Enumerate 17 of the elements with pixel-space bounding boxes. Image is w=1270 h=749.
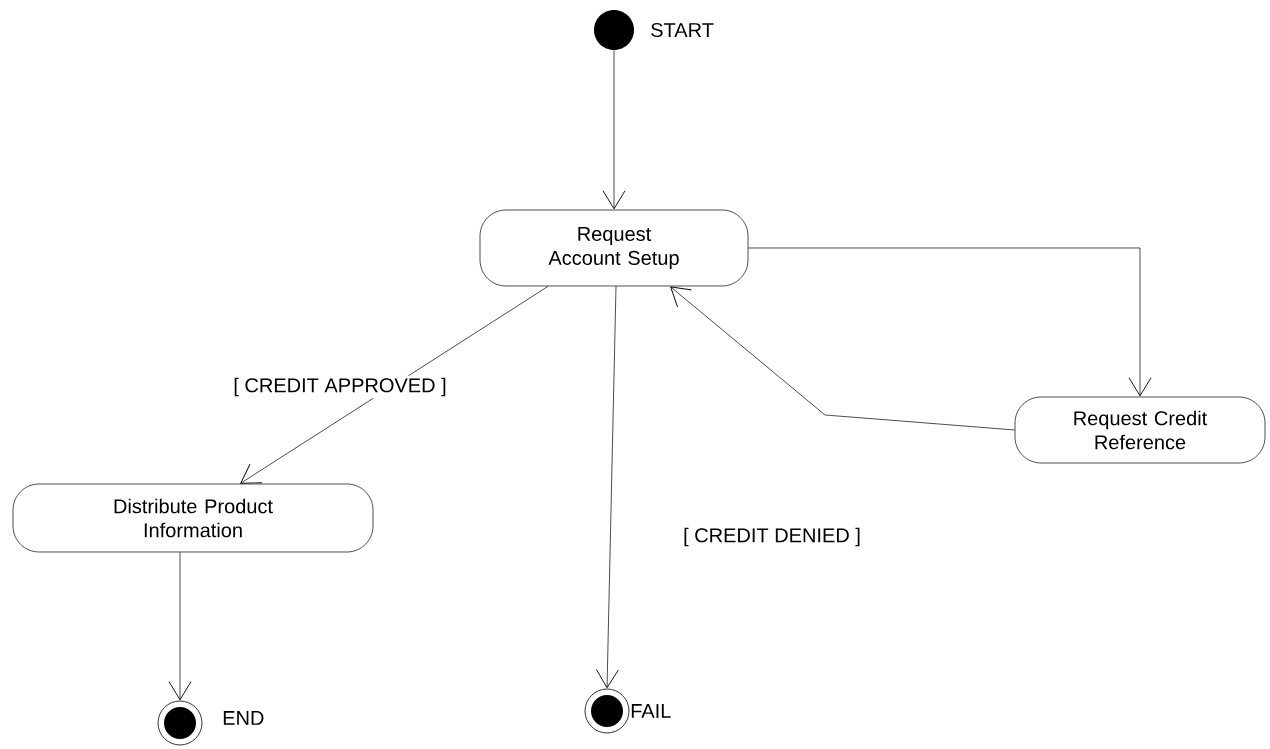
arrow bbox=[168, 552, 192, 701]
activity-box: Request Account Setup bbox=[479, 209, 749, 287]
arrow bbox=[240, 286, 549, 484]
arrow bbox=[602, 49, 626, 210]
end-node bbox=[157, 700, 203, 746]
edge-label: [ CREDIT APPROVED ] bbox=[231, 375, 449, 399]
arrow bbox=[670, 286, 1015, 431]
state-label: END bbox=[223, 711, 264, 725]
end-node bbox=[584, 688, 630, 734]
arrow bbox=[595, 286, 619, 689]
state-label: FAIL bbox=[631, 704, 671, 718]
arrow bbox=[748, 247, 1152, 397]
edge-label: [ CREDIT DENIED ] bbox=[681, 525, 863, 549]
activity-box: Distribute Product Information bbox=[12, 483, 374, 553]
start-node bbox=[594, 10, 634, 50]
activity-box: Request Credit Reference bbox=[1014, 396, 1266, 464]
state-label: START bbox=[651, 22, 714, 38]
